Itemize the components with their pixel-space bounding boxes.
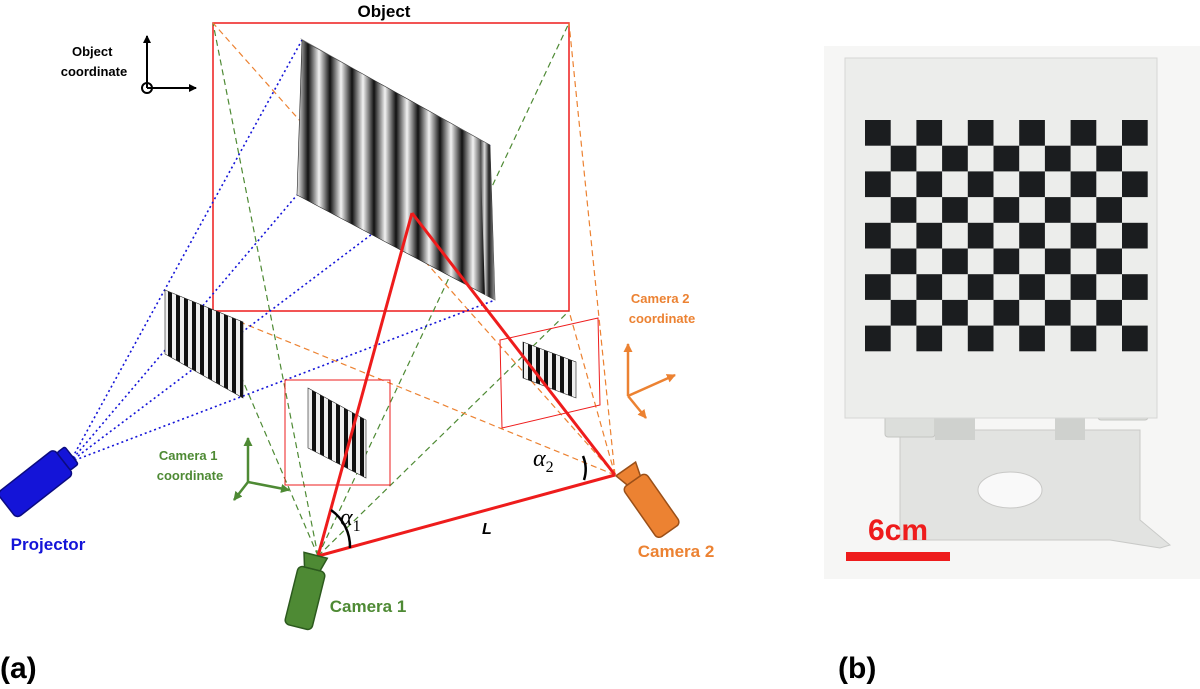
projector-label: Projector — [11, 535, 86, 554]
projector-icon — [0, 446, 79, 518]
checker-square — [1070, 222, 1097, 249]
scale-bar — [846, 552, 950, 561]
checker-square — [865, 274, 891, 300]
checker-square — [1044, 248, 1071, 275]
checkerboard-pattern — [865, 120, 1148, 352]
alpha1-label: α1 — [340, 505, 361, 535]
checker-square — [890, 299, 917, 326]
checker-square — [1122, 171, 1148, 198]
checker-square — [1096, 248, 1122, 275]
checker-square — [865, 325, 891, 352]
checker-square — [1122, 325, 1148, 352]
checker-square — [1122, 222, 1148, 249]
triangulation-lines — [316, 212, 617, 558]
checker-square — [865, 222, 891, 249]
checker-square — [1044, 145, 1071, 172]
checker-square — [1019, 222, 1045, 249]
checker-square — [967, 120, 994, 146]
panel-a-label: (a) — [0, 652, 37, 685]
camera1-coordinate-label: Camera 1 coordinate — [157, 448, 223, 483]
checker-square — [967, 222, 994, 249]
baseline-label: L — [482, 521, 492, 538]
checker-square — [1096, 299, 1122, 326]
camera2-image-plane — [499, 317, 601, 429]
checker-square — [916, 325, 943, 352]
scale-bar-label: 6cm — [868, 514, 928, 547]
camera1-coordinate-axes — [233, 437, 290, 501]
object-coordinate-label: Object coordinate — [61, 44, 127, 79]
checker-square — [1019, 325, 1045, 352]
checker-square — [1070, 325, 1097, 352]
alpha2-arc — [581, 455, 587, 481]
checker-square — [967, 171, 994, 198]
object-label: Object — [358, 2, 411, 21]
checker-square — [1044, 299, 1071, 326]
checker-square — [967, 274, 994, 300]
checker-square — [1122, 120, 1148, 146]
alpha1-arc — [330, 508, 352, 549]
checker-square — [890, 145, 917, 172]
checker-square — [865, 120, 891, 146]
checker-square — [993, 299, 1020, 326]
checker-square — [1096, 145, 1122, 172]
checker-square — [890, 248, 917, 275]
projector-fringe-pattern — [164, 289, 244, 399]
camera2-label: Camera 2 — [638, 542, 715, 561]
panel-a: Object Object coordinate Camera 1 coordi… — [0, 2, 714, 685]
checker-square — [942, 197, 968, 223]
checker-square — [865, 171, 891, 198]
checker-square — [916, 274, 943, 300]
checker-square — [1070, 120, 1097, 146]
checker-square — [1019, 120, 1045, 146]
checker-square — [1044, 197, 1071, 223]
checker-square — [993, 197, 1020, 223]
checker-square — [942, 299, 968, 326]
checker-square — [942, 248, 968, 275]
checkerboard-plate — [844, 57, 1158, 419]
object-frame — [212, 22, 570, 312]
object-fringe-surface — [296, 38, 496, 301]
checker-square — [1019, 171, 1045, 198]
camera1-icon — [284, 551, 329, 631]
checker-square — [993, 248, 1020, 275]
checker-square — [1122, 274, 1148, 300]
checker-square — [916, 171, 943, 198]
checker-square — [942, 145, 968, 172]
panel-b-label: (b) — [838, 652, 876, 685]
checker-square — [916, 120, 943, 146]
camera1-image-plane — [284, 379, 391, 486]
checker-square — [993, 145, 1020, 172]
panel-b: 6cm (b) — [824, 46, 1200, 685]
object-coordinate-axes — [141, 35, 197, 94]
alpha2-label: α2 — [533, 446, 554, 476]
camera2-icon — [614, 460, 680, 539]
checker-square — [890, 197, 917, 223]
checker-square — [1070, 274, 1097, 300]
checker-square — [1070, 171, 1097, 198]
checker-square — [1019, 274, 1045, 300]
checker-square — [967, 325, 994, 352]
camera1-label: Camera 1 — [330, 597, 407, 616]
camera2-coordinate-axes — [623, 343, 676, 419]
checker-square — [916, 222, 943, 249]
camera2-coordinate-label: Camera 2 coordinate — [629, 291, 695, 326]
checker-square — [1096, 197, 1122, 223]
